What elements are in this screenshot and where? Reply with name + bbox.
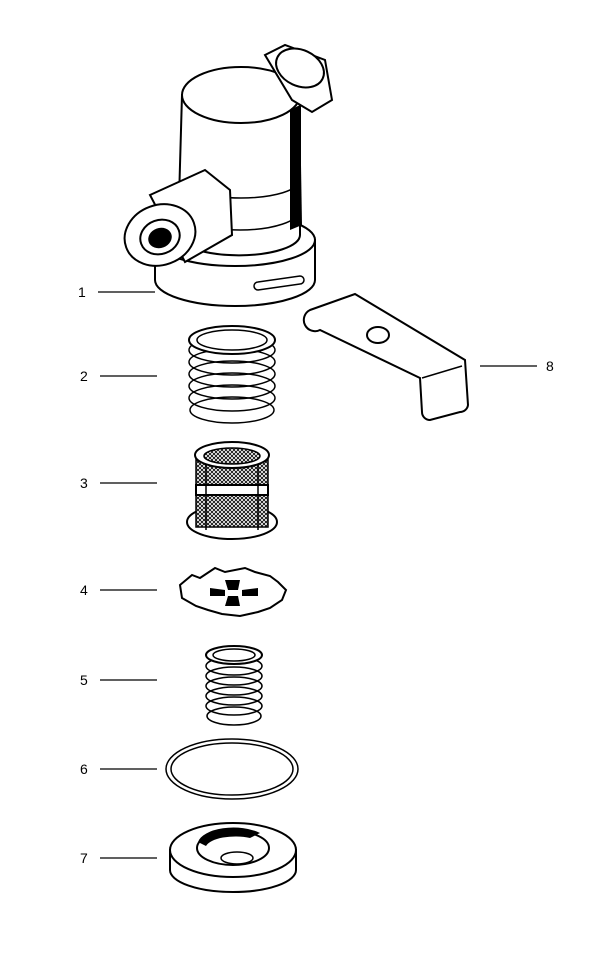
callout-number: 6 [80, 761, 88, 777]
callout-number: 5 [80, 672, 88, 688]
part-bracket [302, 292, 470, 422]
callout-4: 4 [80, 582, 157, 598]
callout-3: 3 [80, 475, 157, 491]
part-o-ring [165, 738, 299, 800]
callout-number: 3 [80, 475, 88, 491]
callout-number: 1 [78, 284, 86, 300]
part-spring [188, 325, 276, 424]
callout-6: 6 [80, 761, 157, 777]
callout-5: 5 [80, 672, 157, 688]
part-filter [186, 441, 278, 540]
callout-number: 4 [80, 582, 88, 598]
callout-number: 2 [80, 368, 88, 384]
part-small-spring [205, 645, 263, 726]
part-housing [123, 43, 334, 307]
callout-7: 7 [80, 850, 157, 866]
callout-number: 8 [546, 358, 554, 374]
callout-2: 2 [80, 368, 157, 384]
callout-1: 1 [78, 284, 155, 300]
part-retainer-washer [178, 566, 288, 618]
part-cap [169, 822, 297, 893]
callout-number: 7 [80, 850, 88, 866]
callout-8: 8 [480, 358, 554, 374]
